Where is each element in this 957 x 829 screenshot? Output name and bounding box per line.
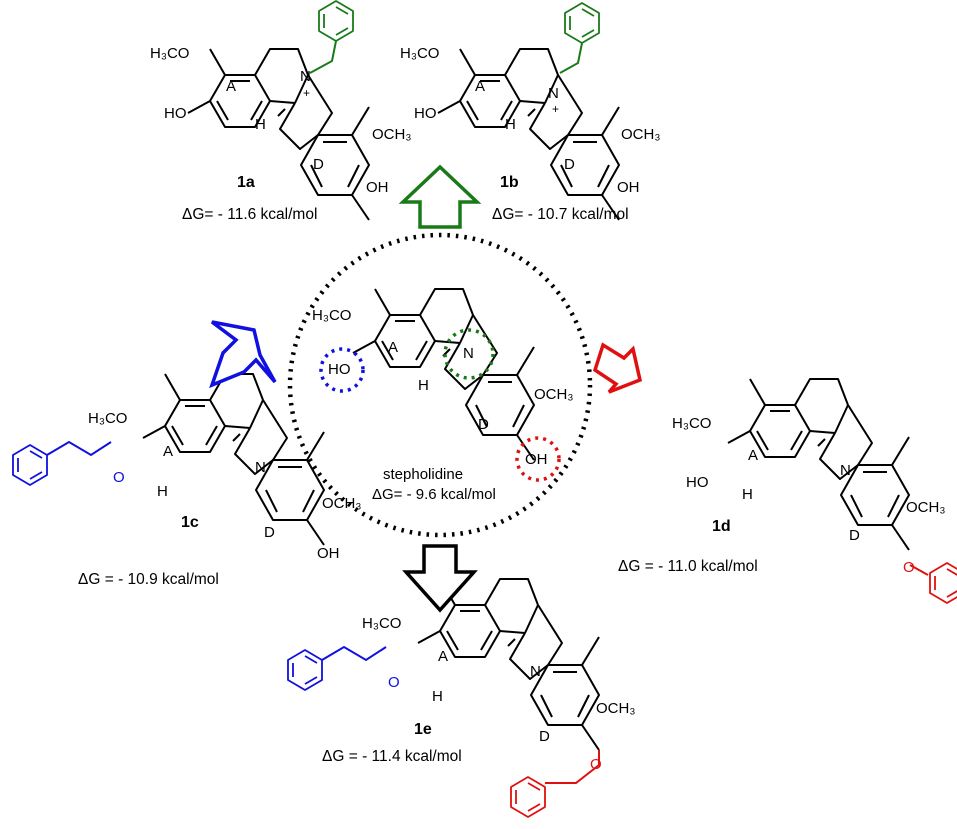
label-ho-1b: HO xyxy=(414,105,437,122)
label-oh-1a: OH xyxy=(366,179,389,196)
compound-name-stepholidine: stepholidine xyxy=(383,466,464,483)
label-h3co-1d: H₃CO xyxy=(672,415,712,432)
label-h3co-1a: H₃CO xyxy=(150,45,190,62)
delta-g-1d: ΔG = - 11.0 kcal/mol xyxy=(618,558,758,575)
molecule-1a xyxy=(187,0,370,221)
compound-id-1a: 1a xyxy=(237,174,255,191)
label-o-1c: O xyxy=(113,469,125,486)
label-och3-1c: OCH₃ xyxy=(322,495,362,512)
label-och3-1d: OCH₃ xyxy=(906,500,946,515)
label-oh-1b: OH xyxy=(617,179,640,196)
arrow-right xyxy=(592,342,643,394)
benzyl-group-1d xyxy=(929,562,957,604)
delta-g-1c: ΔG = - 10.9 kcal/mol xyxy=(78,571,219,588)
molecule-1e xyxy=(287,578,600,818)
label-h3co-stepholidine: H₃CO xyxy=(312,307,352,324)
label-och3-1b: OCH₃ xyxy=(621,126,661,143)
label-n-1c: N xyxy=(255,459,266,476)
label-ring-a-1b: A xyxy=(475,78,486,95)
label-h-1e: H xyxy=(432,688,443,705)
molecule-1b xyxy=(437,2,620,221)
benzyl-group-1e-red xyxy=(510,776,546,818)
label-och3-stepholidine: OCH₃ xyxy=(534,386,574,403)
dotted-boundary-circle xyxy=(287,232,593,538)
label-ho-1a: HO xyxy=(164,105,187,122)
label-plus-1a: + xyxy=(303,86,311,100)
molecule-stepholidine xyxy=(352,288,535,461)
label-o-1e-blue: O xyxy=(388,674,400,691)
compound-id-1b: 1b xyxy=(500,174,519,191)
label-och3-1a: OCH₃ xyxy=(372,126,412,143)
benzyl-group-1a xyxy=(318,0,354,42)
label-ring-d-1b: D xyxy=(564,156,575,173)
delta-g-1e: ΔG = - 11.4 kcal/mol xyxy=(322,748,462,765)
label-n-1a: N xyxy=(300,68,311,85)
label-h-1b: H xyxy=(505,116,516,133)
compound-id-1d: 1d xyxy=(712,518,731,535)
benzyl-group-1e-blue xyxy=(287,649,323,691)
label-h-1d: H xyxy=(742,486,753,503)
molecule-1d xyxy=(727,378,957,604)
highlight-n-site-green xyxy=(443,328,495,380)
label-n-1d: N xyxy=(840,462,851,479)
compound-id-1e: 1e xyxy=(414,721,432,738)
label-plus-1b: + xyxy=(552,102,560,116)
label-h-stepholidine: H xyxy=(418,377,429,394)
label-ring-a-1c: A xyxy=(163,443,174,460)
label-oh-stepholidine: OH xyxy=(525,451,548,468)
label-och3-1e: OCH₃ xyxy=(596,700,636,717)
compound-id-1c: 1c xyxy=(181,514,199,531)
label-h3co-1e: H₃CO xyxy=(362,615,402,632)
label-h3co-1c: H₃CO xyxy=(88,410,128,427)
label-ring-d-1e: D xyxy=(539,728,550,745)
label-ring-a-stepholidine: A xyxy=(388,339,399,356)
highlight-oh-site-red xyxy=(515,436,561,482)
label-ho-1d: HO xyxy=(686,474,709,491)
label-ring-d-1a: D xyxy=(313,156,324,173)
label-n-1b: N xyxy=(548,85,559,102)
label-ho-stepholidine: HO xyxy=(328,361,351,378)
label-ring-a-1d: A xyxy=(748,447,759,464)
label-ring-d-stepholidine: D xyxy=(478,416,489,433)
delta-g-stepholidine: ΔG= - 9.6 kcal/mol xyxy=(372,486,496,503)
label-n-1e: N xyxy=(530,663,541,680)
molecule-1c xyxy=(12,373,325,546)
delta-g-1a: ΔG= - 11.6 kcal/mol xyxy=(182,206,318,223)
label-n-stepholidine: N xyxy=(463,345,474,362)
label-ring-a-1a: A xyxy=(226,78,237,95)
arrow-up xyxy=(398,164,482,229)
label-ring-d-1d: D xyxy=(849,527,860,544)
label-oh-1c: OH xyxy=(317,545,340,562)
label-h-1a: H xyxy=(255,116,266,133)
arrow-down xyxy=(402,544,478,613)
label-o-1e-red: O xyxy=(590,756,602,773)
label-o-1d: O xyxy=(903,559,915,576)
benzyl-group-1c xyxy=(12,444,48,486)
highlight-oh-site-blue xyxy=(319,347,365,393)
label-ring-a-1e: A xyxy=(438,648,449,665)
label-ring-d-1c: D xyxy=(264,524,275,541)
benzyl-group-1b xyxy=(564,2,600,44)
label-h3co-1b: H₃CO xyxy=(400,45,440,62)
label-h-1c: H xyxy=(157,483,168,500)
delta-g-1b: ΔG= - 10.7 kcal/mol xyxy=(492,206,629,223)
arrow-left xyxy=(209,320,277,389)
